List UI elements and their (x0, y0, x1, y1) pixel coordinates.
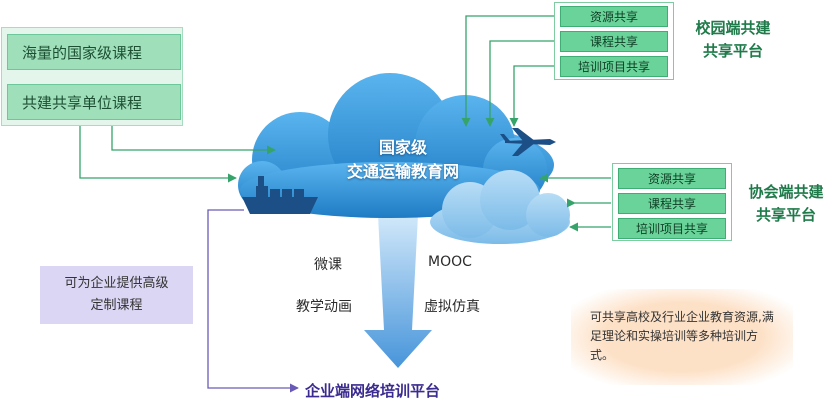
association-title-line1: 协会端共建 (748, 183, 824, 201)
left-item-national-courses: 海量的国家级课程 (7, 34, 181, 70)
feature-micro-course: 微课 (314, 257, 342, 273)
cloud-title: 国家级 交通运输教育网 (318, 136, 488, 184)
association-item-course: 课程共享 (618, 193, 726, 214)
association-item-training: 培训项目共享 (618, 218, 726, 239)
enterprise-platform-title: 企业端网络培训平台 (305, 382, 441, 400)
shared-resources-note: 可共享高校及行业企业教育资源,满足理论和实操培训等多种培训方式。 (590, 310, 774, 362)
custom-course-line1: 可为企业提供高级 (64, 276, 169, 291)
down-arrow (364, 215, 432, 368)
cloud-title-line1: 国家级 (378, 138, 427, 157)
campus-item-course: 课程共享 (560, 31, 668, 52)
association-title-line2: 共享平台 (755, 206, 816, 224)
left-item-co-built-courses: 共建共享单位课程 (7, 84, 181, 120)
feature-virtual-simulation: 虚拟仿真 (424, 299, 480, 315)
feature-teaching-animation: 教学动画 (296, 299, 352, 315)
feature-mooc: MOOC (428, 254, 472, 270)
cloud-title-line2: 交通运输教育网 (346, 162, 459, 181)
plane-icon (500, 128, 556, 156)
custom-course-line2: 定制课程 (90, 298, 143, 313)
campus-item-training: 培训项目共享 (560, 56, 668, 77)
campus-item-resource: 资源共享 (560, 6, 668, 27)
campus-title: 校园端共建 共享平台 (678, 17, 788, 63)
campus-title-line1: 校园端共建 (695, 19, 771, 37)
association-title: 协会端共建 共享平台 (736, 181, 836, 227)
purple-connector (207, 209, 299, 393)
small-cloud (430, 170, 570, 244)
custom-course-box: 可为企业提供高级 定制课程 (40, 266, 193, 324)
campus-title-line2: 共享平台 (702, 42, 763, 60)
association-item-resource: 资源共享 (618, 168, 726, 189)
ship-icon (242, 176, 318, 214)
